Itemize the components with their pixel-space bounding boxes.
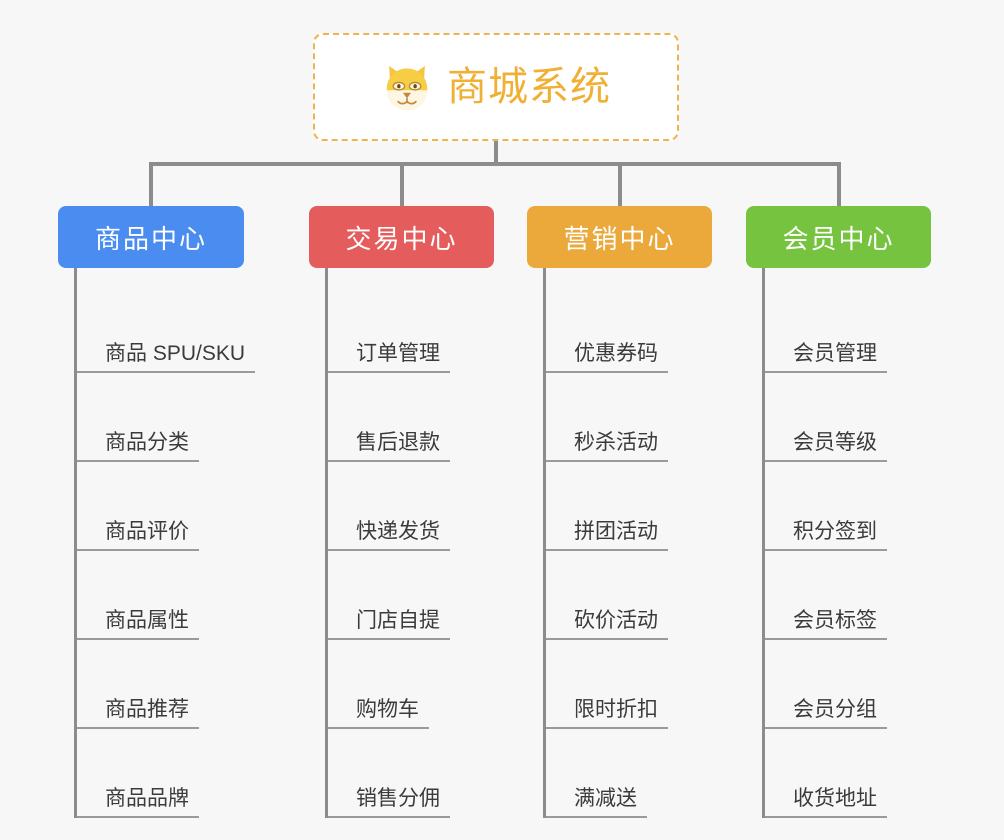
branch-leaves-marketing: 优惠券码 秒杀活动 拼团活动 砍价活动 限时折扣 满减送 [543,268,712,818]
leaf-item[interactable]: 会员分组 [765,640,931,729]
leaf-item[interactable]: 门店自提 [328,551,494,640]
leaf-label: 会员分组 [765,697,887,729]
leaf-item[interactable]: 优惠券码 [546,284,712,373]
leaf-label: 快递发货 [328,519,450,551]
leaf-label: 会员等级 [765,430,887,462]
branch-header-label: 会员中心 [782,223,895,254]
branch-header-label: 营销中心 [563,223,676,254]
branch-column-member: 会员中心 会员管理 会员等级 积分签到 会员标签 会员分组 收货地址 [746,206,931,818]
branch-header-product[interactable]: 商品中心 [58,206,244,268]
branch-column-marketing: 营销中心 优惠券码 秒杀活动 拼团活动 砍价活动 限时折扣 满减送 [527,206,712,818]
leaf-label: 商品品牌 [77,786,199,818]
leaf-label: 订单管理 [328,341,450,373]
leaf-item[interactable]: 会员等级 [765,373,931,462]
leaf-label: 售后退款 [328,430,450,462]
leaf-item[interactable]: 满减送 [546,729,712,818]
leaf-item[interactable]: 购物车 [328,640,494,729]
leaf-item[interactable]: 秒杀活动 [546,373,712,462]
leaf-label: 拼团活动 [546,519,668,551]
branch-header-label: 商品中心 [94,223,207,254]
leaf-label: 商品评价 [77,519,199,551]
leaf-item[interactable]: 商品分类 [77,373,244,462]
branch-header-member[interactable]: 会员中心 [746,206,931,268]
branch-leaves-product: 商品 SPU/SKU 商品分类 商品评价 商品属性 商品推荐 商品品牌 [74,268,256,818]
branch-leaves-member: 会员管理 会员等级 积分签到 会员标签 会员分组 收货地址 [762,268,931,818]
leaf-item[interactable]: 砍价活动 [546,551,712,640]
leaf-item[interactable]: 商品品牌 [77,729,244,818]
leaf-item[interactable]: 限时折扣 [546,640,712,729]
branch-column-product: 商品中心 商品 SPU/SKU 商品分类 商品评价 商品属性 商品推荐 商品品牌 [58,206,256,818]
branch-header-marketing[interactable]: 营销中心 [527,206,712,268]
leaf-label: 商品属性 [77,608,199,640]
connector-root-stem [494,141,498,164]
leaf-item[interactable]: 商品评价 [77,462,244,551]
leaf-label: 收货地址 [765,786,887,818]
leaf-item[interactable]: 商品 SPU/SKU [77,284,256,373]
branch-columns: 商品中心 商品 SPU/SKU 商品分类 商品评价 商品属性 商品推荐 商品品牌… [0,206,1004,840]
leaf-label: 秒杀活动 [546,430,668,462]
leaf-label: 满减送 [546,786,647,818]
leaf-label: 优惠券码 [546,341,668,373]
leaf-item[interactable]: 积分签到 [765,462,931,551]
leaf-item[interactable]: 销售分佣 [328,729,494,818]
branch-column-trade: 交易中心 订单管理 售后退款 快递发货 门店自提 购物车 销售分佣 [309,206,494,818]
leaf-item[interactable]: 会员管理 [765,284,931,373]
branch-header-trade[interactable]: 交易中心 [309,206,494,268]
root-node[interactable]: 商城系统 [313,33,679,141]
leaf-label: 砍价活动 [546,608,668,640]
leaf-item[interactable]: 收货地址 [765,729,931,818]
leaf-item[interactable]: 订单管理 [328,284,494,373]
leaf-label: 限时折扣 [546,697,668,729]
connector-drop-3 [618,162,622,206]
connector-horizontal-bus [149,162,841,166]
connector-drop-1 [149,162,153,206]
leaf-label: 销售分佣 [328,786,450,818]
branch-header-label: 交易中心 [345,223,458,254]
leaf-label: 商品 SPU/SKU [77,341,256,373]
leaf-item[interactable]: 快递发货 [328,462,494,551]
leaf-label: 商品分类 [77,430,199,462]
leaf-item[interactable]: 商品属性 [77,551,244,640]
leaf-label: 积分签到 [765,519,887,551]
leaf-item[interactable]: 拼团活动 [546,462,712,551]
root-title: 商城系统 [447,65,611,109]
leaf-label: 门店自提 [328,608,450,640]
dog-face-icon [386,65,428,111]
branch-leaves-trade: 订单管理 售后退款 快递发货 门店自提 购物车 销售分佣 [325,268,494,818]
leaf-item[interactable]: 会员标签 [765,551,931,640]
leaf-item[interactable]: 售后退款 [328,373,494,462]
leaf-item[interactable]: 商品推荐 [77,640,244,729]
connector-drop-4 [837,162,841,206]
leaf-label: 购物车 [328,697,429,729]
leaf-label: 商品推荐 [77,697,199,729]
leaf-label: 会员管理 [765,341,887,373]
leaf-label: 会员标签 [765,608,887,640]
connector-drop-2 [400,162,404,206]
